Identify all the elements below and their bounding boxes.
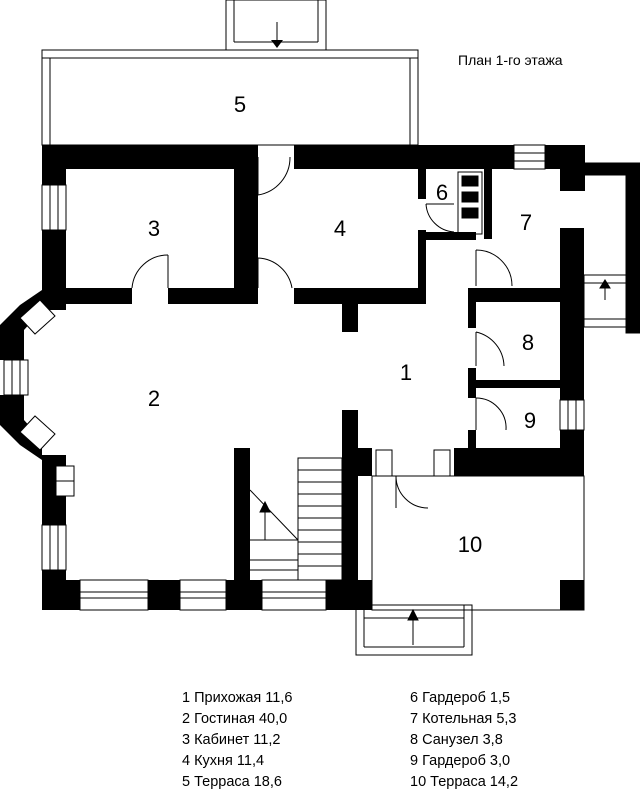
room-label-5: 5 — [234, 92, 246, 117]
room-label-1: 1 — [400, 360, 412, 385]
room-label-9: 9 — [524, 408, 536, 433]
legend-item-3: 3 Кабинет 11,2 — [182, 732, 281, 748]
terrace-5 — [41, 0, 419, 146]
room-label-2: 2 — [148, 386, 160, 411]
legend-item-5: 5 Терраса 18,6 — [182, 774, 282, 790]
boiler-entrance — [583, 162, 640, 334]
stair-arrow-top — [271, 22, 283, 48]
room-label-7: 7 — [520, 210, 532, 235]
legend-item-8: 8 Санузел 3,8 — [410, 732, 503, 748]
staircase — [249, 457, 343, 581]
legend-item-7: 7 Котельная 5,3 — [410, 711, 517, 727]
legend-column-1: 1 Прихожая 11,6 2 Гостиная 40,0 3 Кабине… — [182, 688, 292, 793]
floor-plan: 1 2 3 4 5 6 7 8 9 10 — [0, 0, 640, 656]
room-label-3: 3 — [148, 216, 160, 241]
wardrobe-6-shelves — [457, 171, 483, 235]
room-label-6: 6 — [436, 180, 448, 205]
windows — [3, 144, 585, 611]
legend-item-10: 10 Терраса 14,2 — [410, 774, 519, 790]
legend-column-2: 6 Гардероб 1,5 7 Котельная 5,3 8 Санузел… — [410, 688, 518, 793]
doors — [131, 156, 513, 509]
room-label-4: 4 — [334, 216, 346, 241]
legend-item-4: 4 Кухня 11,4 — [182, 753, 265, 769]
legend-item-6: 6 Гардероб 1,5 — [410, 690, 511, 706]
plan-title: План 1-го этажа — [458, 52, 563, 68]
legend-item-9: 9 Гардероб 3,0 — [410, 753, 511, 769]
room-labels: 1 2 3 4 5 6 7 8 9 10 — [148, 92, 536, 557]
legend-item-1: 1 Прихожая 11,6 — [182, 690, 293, 706]
room-label-10: 10 — [458, 532, 482, 557]
terrace-10 — [355, 475, 585, 656]
legend-item-2: 2 Гостиная 40,0 — [182, 711, 288, 727]
room-label-8: 8 — [522, 330, 534, 355]
